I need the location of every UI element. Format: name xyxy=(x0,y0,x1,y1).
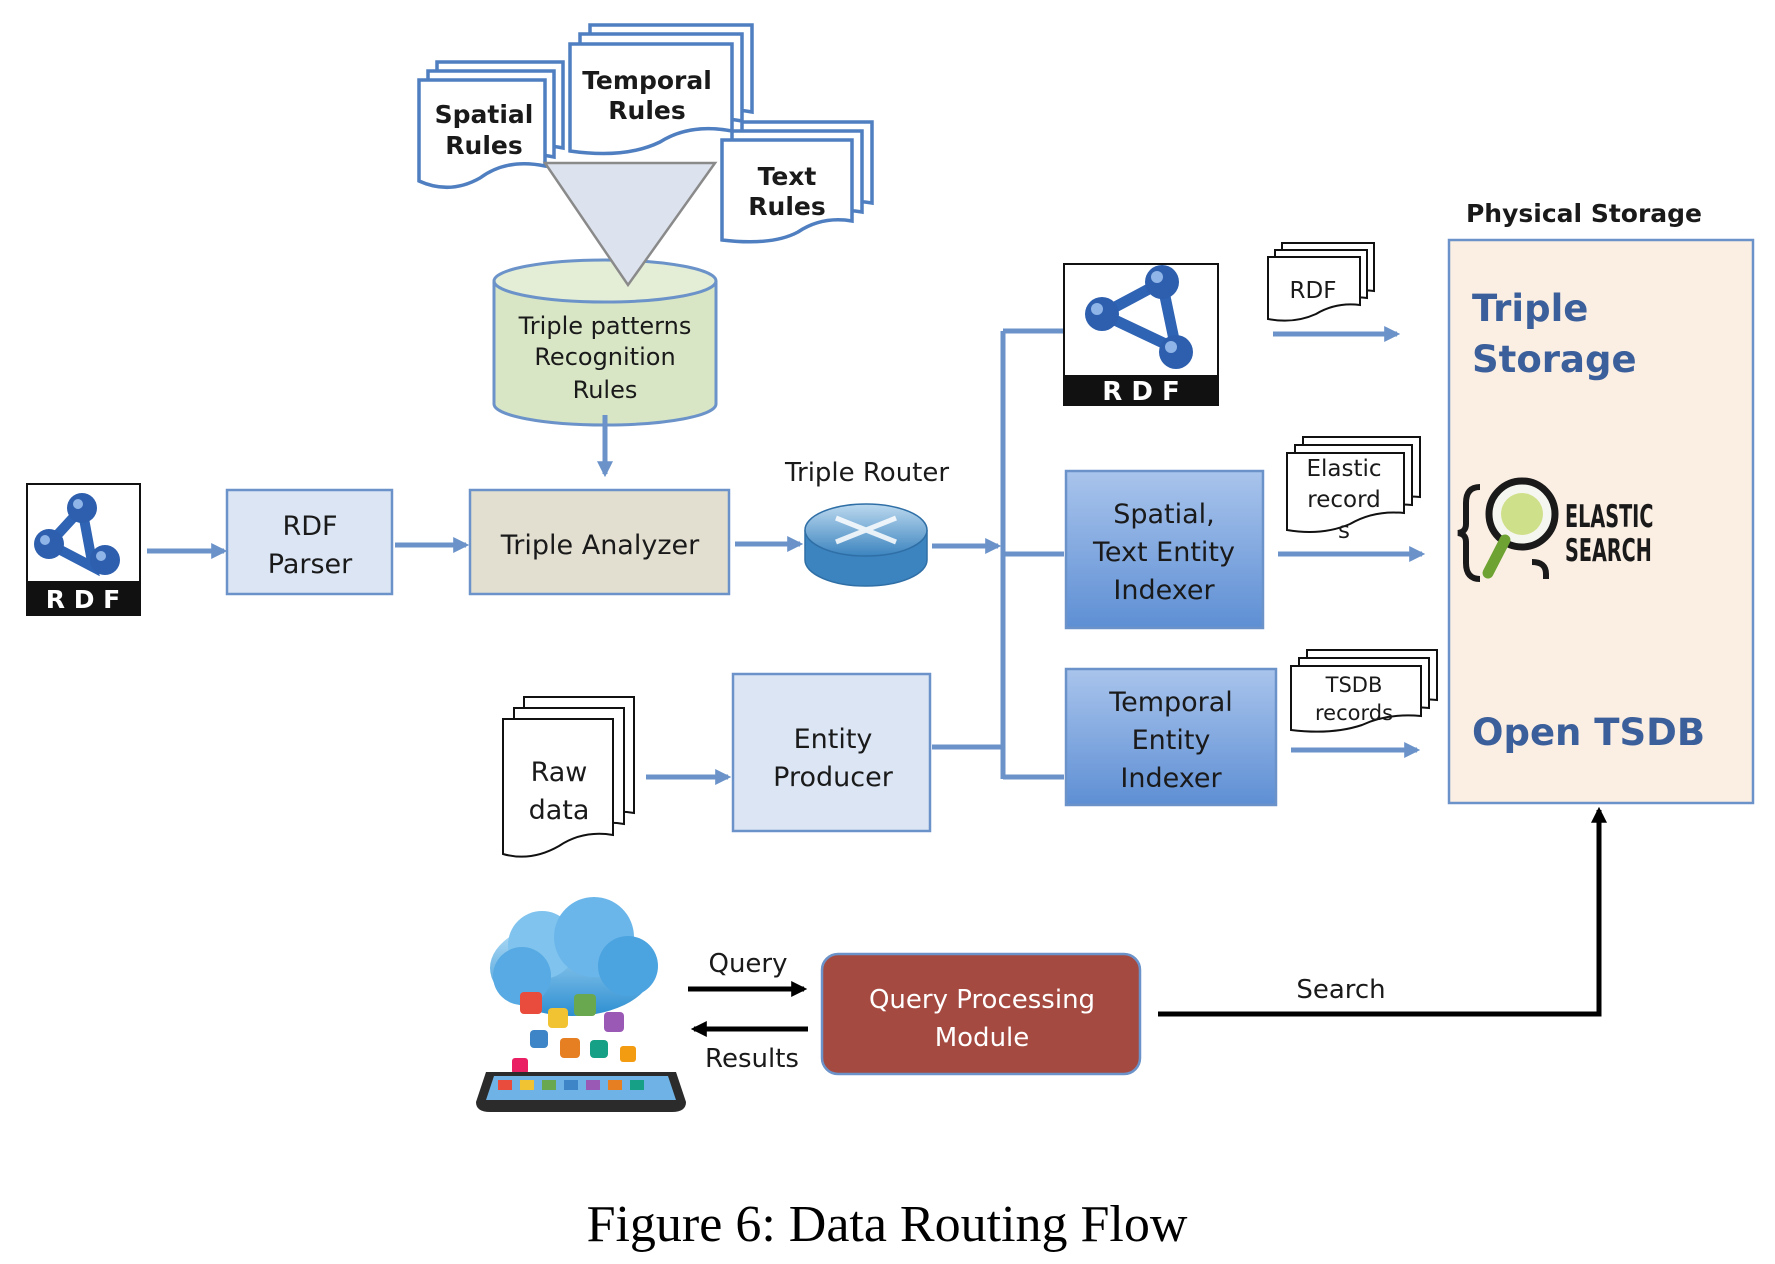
spatial-rules-label-2: Rules xyxy=(445,131,522,160)
elastic-logo-text-2: SEARCH xyxy=(1565,533,1652,569)
query-module-label-2: Module xyxy=(935,1023,1030,1053)
recognition-rules-label-1: Triple patterns xyxy=(518,312,692,340)
spatial-rules-label-1: Spatial xyxy=(435,100,534,129)
temporal-rules-label-1: Temporal xyxy=(582,66,712,95)
rdf-record-doc: RDF xyxy=(1267,242,1375,322)
elastic-records-label-3: s xyxy=(1338,518,1350,544)
triple-storage-label-1: Triple xyxy=(1472,287,1588,330)
spatial-indexer-label-3: Indexer xyxy=(1113,575,1215,606)
spatial-text-indexer-node: Spatial, Text Entity Indexer xyxy=(1064,469,1265,630)
cloud-mobile-client-icon xyxy=(476,897,686,1112)
rdf-logo-output: R D F xyxy=(1063,263,1219,407)
rdf-parser-node: RDF Parser xyxy=(225,488,394,596)
triple-storage-label-2: Storage xyxy=(1472,338,1637,381)
entity-producer-label-1: Entity xyxy=(794,724,873,755)
text-rules-label-2: Rules xyxy=(748,192,825,221)
raw-data-doc: Raw data xyxy=(502,696,635,858)
spatial-rules-doc: Spatial Rules xyxy=(417,60,565,190)
elastic-records-doc: Elastic record s xyxy=(1286,436,1421,544)
recognition-rules-label-2: Recognition xyxy=(534,343,675,371)
elasticsearch-logo: ELASTIC SEARCH xyxy=(1457,477,1653,582)
triple-analyzer-label: Triple Analyzer xyxy=(500,530,700,561)
open-tsdb-label: Open TSDB xyxy=(1472,711,1705,754)
text-rules-doc: Text Rules xyxy=(720,120,874,244)
rdf-logo-input: R D F xyxy=(26,483,141,616)
temporal-indexer-label-1: Temporal xyxy=(1108,687,1233,718)
tsdb-records-label-2: records xyxy=(1315,701,1393,725)
search-edge-label: Search xyxy=(1296,975,1385,1005)
raw-data-label-1: Raw xyxy=(531,757,588,788)
figure-caption: Figure 6: Data Routing Flow xyxy=(587,1196,1188,1253)
arrow-search-to-storage xyxy=(1158,806,1608,1017)
temporal-rules-doc: Temporal Rules xyxy=(568,23,754,156)
temporal-indexer-label-2: Entity xyxy=(1132,725,1211,756)
elastic-logo-text-1: ELASTIC xyxy=(1565,499,1653,535)
physical-storage-box: Triple Storage ELASTIC SEARCH Open TSDB xyxy=(1447,238,1755,805)
spatial-indexer-label-1: Spatial, xyxy=(1113,499,1215,530)
query-edge-label: Query xyxy=(708,949,787,979)
entity-producer-node: Entity Producer xyxy=(731,672,932,833)
temporal-indexer-label-3: Indexer xyxy=(1120,763,1222,794)
rules-funnel xyxy=(542,161,718,288)
recognition-rules-label-3: Rules xyxy=(573,376,638,404)
triple-analyzer-node: Triple Analyzer xyxy=(468,488,731,596)
rdf-parser-label-1: RDF xyxy=(282,511,337,542)
elastic-records-label-2: record xyxy=(1307,487,1380,513)
rdf-logo-text: R D F xyxy=(46,585,121,614)
recognition-rules-cylinder: Triple patterns Recognition Rules xyxy=(492,258,718,427)
rdf-parser-label-2: Parser xyxy=(268,549,353,580)
rdf-record-label: RDF xyxy=(1290,278,1337,304)
spatial-indexer-label-2: Text Entity xyxy=(1092,537,1235,568)
text-rules-label-1: Text xyxy=(758,162,817,191)
tsdb-records-doc: TSDB records xyxy=(1290,649,1438,733)
entity-producer-label-2: Producer xyxy=(773,762,894,793)
tsdb-records-label-1: TSDB xyxy=(1325,673,1383,697)
temporal-rules-label-2: Rules xyxy=(608,96,685,125)
query-module-label-1: Query Processing xyxy=(869,985,1095,1015)
rdf-logo-output-text: R D F xyxy=(1102,377,1179,407)
triple-router-label: Triple Router xyxy=(784,458,949,488)
temporal-indexer-node: Temporal Entity Indexer xyxy=(1064,667,1278,807)
raw-data-label-2: data xyxy=(529,795,590,826)
physical-storage-title: Physical Storage xyxy=(1466,199,1702,228)
results-edge-label: Results xyxy=(705,1044,799,1074)
elastic-records-label-1: Elastic xyxy=(1306,456,1381,482)
router-icon xyxy=(804,503,928,587)
query-processing-module-node: Query Processing Module xyxy=(820,952,1142,1076)
